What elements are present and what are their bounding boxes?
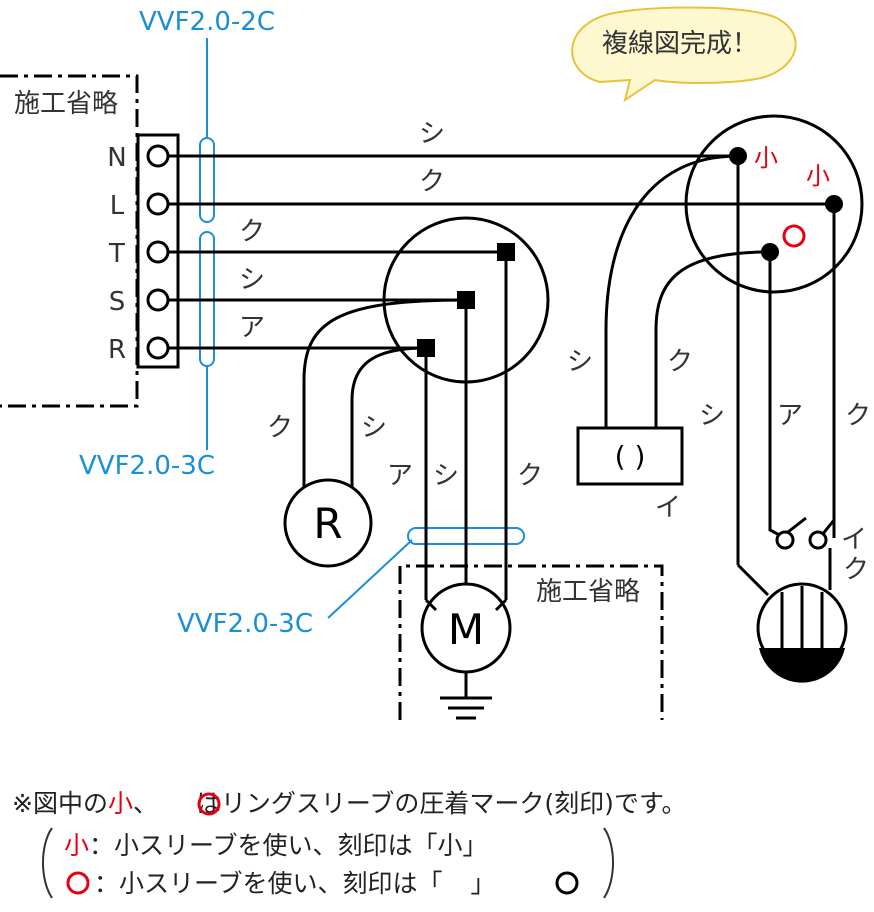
svg-text:シ: シ xyxy=(567,347,593,377)
terminal-n xyxy=(146,144,170,168)
connector-square xyxy=(417,339,435,357)
sleeve-dot xyxy=(729,147,747,165)
outlet-symbol: ( ) xyxy=(615,440,646,473)
sleeve-mark-small-1: 小 xyxy=(754,144,778,172)
terminal-label-s: S xyxy=(109,287,126,317)
svg-text:ク: ク xyxy=(845,401,871,431)
indicator-lamp-r: R xyxy=(283,478,373,568)
outlet: ( ) イ xyxy=(576,426,684,523)
sleeve-mark-circle xyxy=(782,224,806,248)
cable-label-motor: VVF2.0-3C xyxy=(177,609,313,639)
switch-label-1: イ xyxy=(841,525,867,555)
left-omitted-label: 施工省略 xyxy=(14,89,118,119)
cable-label-top: VVF2.0-2C xyxy=(139,7,275,37)
sleeve-dot xyxy=(825,195,843,213)
indicator-label: R xyxy=(313,499,342,548)
svg-text:ク: ク xyxy=(517,461,543,491)
svg-text:シ: シ xyxy=(699,401,725,431)
cable-label-bottom-left: VVF2.0-3C xyxy=(79,451,215,481)
terminal-block: N L T S R xyxy=(107,133,180,369)
note-line-1: ※図中の小、 はリングスリーブの圧着マーク(刻印)です。 xyxy=(12,789,686,818)
terminal-label-l: L xyxy=(110,191,125,221)
wire-color-labels: シ ク ク シ ア ク シ ア シ ク シ ク シ ア ク xyxy=(239,119,871,491)
svg-text:ア: ア xyxy=(387,461,413,491)
sleeve-mark-small-2: 小 xyxy=(806,162,830,190)
bubble-text: 複線図完成！ xyxy=(602,29,758,59)
terminal-s xyxy=(146,288,170,312)
connector-square xyxy=(497,243,515,261)
motor: M xyxy=(420,582,512,674)
note-line-3: ：小スリーブを使い、刻印は「」 xyxy=(94,869,496,898)
svg-text:ア: ア xyxy=(777,401,803,431)
svg-text:ア: ア xyxy=(239,313,265,343)
speech-bubble: 複線図完成！ xyxy=(571,6,797,103)
terminal-label-t: T xyxy=(108,239,125,269)
svg-text:シ: シ xyxy=(433,461,459,491)
switch-label-2: ク xyxy=(843,555,869,585)
terminal-l xyxy=(146,192,170,216)
svg-text:ク: ク xyxy=(239,217,265,247)
svg-text:ク: ク xyxy=(267,413,293,443)
ceiling-lamp xyxy=(756,582,848,683)
motor-label: M xyxy=(448,605,484,654)
motor-omitted-box xyxy=(398,564,664,720)
note-line-2: 小：小スリーブを使い、刻印は「小」 xyxy=(64,831,488,860)
connector-square xyxy=(457,291,475,309)
terminal-t xyxy=(146,240,170,264)
svg-text:シ: シ xyxy=(239,265,265,295)
switch: イ ク xyxy=(775,516,869,585)
terminal-label-r: R xyxy=(108,335,126,365)
sleeve-dot xyxy=(761,243,779,261)
notes: ※図中の小、 はリングスリーブの圧着マーク(刻印)です。 小：小スリーブを使い、… xyxy=(12,789,686,899)
svg-text:シ: シ xyxy=(419,119,445,149)
terminal-r xyxy=(146,336,170,360)
wires xyxy=(168,154,836,720)
terminal-label-n: N xyxy=(107,143,126,173)
svg-text:シ: シ xyxy=(361,413,387,443)
connection-points xyxy=(417,147,843,357)
left-omitted-panel: 施工省略 xyxy=(0,74,139,408)
motor-omitted-label: 施工省略 xyxy=(536,577,640,607)
svg-text:ク: ク xyxy=(667,347,693,377)
svg-text:ク: ク xyxy=(419,167,445,197)
outlet-label: イ xyxy=(655,493,681,523)
